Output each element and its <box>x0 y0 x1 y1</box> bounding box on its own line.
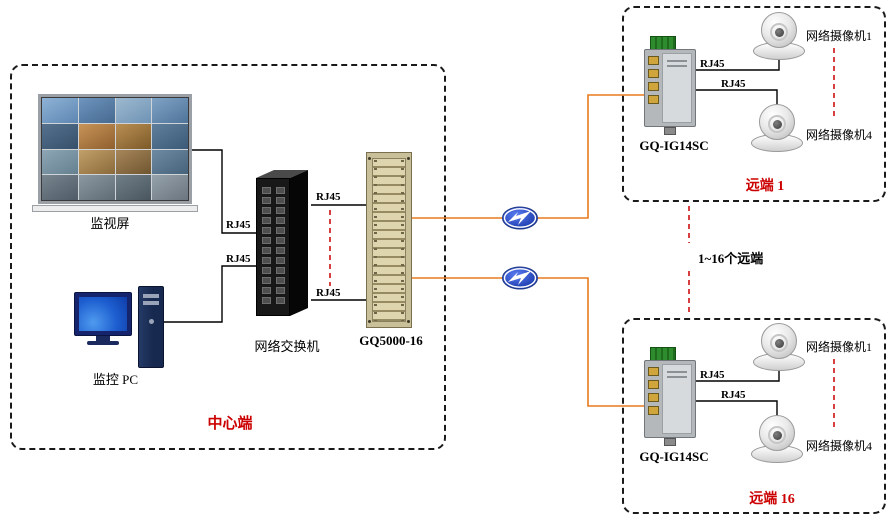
rj45-tag-r16-a: RJ45 <box>700 369 725 381</box>
ig-label-r1: GQ-IG14SC <box>639 138 709 153</box>
pc-screen <box>79 297 127 331</box>
rj45-tag-switch-bottom: RJ45 <box>316 287 341 299</box>
camera4-label-r16: 网络摄像机4 <box>806 439 873 453</box>
ig-faceplate <box>662 53 692 123</box>
dome-camera-r16-bottom <box>750 415 804 463</box>
camera1-label-r16: 网络摄像机1 <box>806 340 873 354</box>
fiber-links <box>412 94 645 407</box>
camera-lens <box>773 120 782 129</box>
monitoring-pc <box>74 286 168 374</box>
dome-camera-r1-bottom <box>750 104 804 152</box>
pc-label: 监控 PC <box>92 372 139 387</box>
switch-side-face <box>290 169 308 316</box>
din-clip <box>664 127 676 135</box>
terminal-block <box>650 347 676 361</box>
rj45-tag-switch-top: RJ45 <box>316 191 341 203</box>
remote1-box <box>622 6 886 202</box>
switch-ports <box>262 187 285 304</box>
wire-r16-switch-to-camera1 <box>696 371 780 382</box>
gq-ig14sc-switch-r1 <box>644 36 698 140</box>
fiber-to-remote1 <box>412 94 645 219</box>
dome-camera-r1-top <box>752 12 806 60</box>
camera-lens <box>775 28 784 37</box>
ethernet-switch <box>256 168 312 318</box>
copper-wires <box>164 60 780 417</box>
rj45-tag-monitor: RJ45 <box>226 219 251 231</box>
camera-dome <box>761 12 797 48</box>
switch-top-face <box>256 170 308 178</box>
fiber-link-icon-bottom <box>502 266 538 290</box>
gq-ig14sc-switch-r16 <box>644 347 698 451</box>
fiber-link-icon-top <box>502 206 538 230</box>
wire-r16-switch-to-camera4 <box>696 400 778 417</box>
terminal-block <box>650 36 676 50</box>
camera1-label-r1: 网络摄像机1 <box>806 29 873 43</box>
ig-label-r16: GQ-IG14SC <box>639 449 709 464</box>
chassis-label: GQ5000-16 <box>359 333 423 348</box>
rj45-tag-r1-a: RJ45 <box>700 58 725 70</box>
center-site-box <box>10 64 446 450</box>
pc-tower <box>138 286 164 368</box>
remote16-title: 远端 16 <box>749 492 795 507</box>
camera-lens <box>773 431 782 440</box>
switch-label: 网络交换机 <box>254 339 320 354</box>
camera-lens <box>775 339 784 348</box>
camera-dome <box>761 323 797 359</box>
rj45-tag-r1-b: RJ45 <box>721 78 746 90</box>
pc-monitor-stand <box>96 336 110 341</box>
fiber-to-remote16 <box>412 277 645 407</box>
video-wall-tiles <box>42 98 188 200</box>
chassis-slots <box>372 158 406 322</box>
wire-monitor-to-switch <box>192 149 257 234</box>
ig-faceplate <box>662 364 692 434</box>
remote16-box <box>622 318 886 514</box>
wire-r1-switch-to-camera4 <box>696 89 778 106</box>
wire-pc-to-switch <box>164 265 257 323</box>
video-wall <box>38 94 192 204</box>
ig-ports <box>648 367 659 415</box>
wire-r1-switch-to-camera1 <box>696 60 780 71</box>
ig-body <box>644 360 696 438</box>
din-clip <box>664 438 676 446</box>
video-wall-base <box>32 205 198 212</box>
ig-ports <box>648 56 659 104</box>
switch-front-face <box>256 178 290 316</box>
remote-range-note: 1~16个远端 <box>698 251 764 266</box>
rj45-tag-pc: RJ45 <box>226 253 251 265</box>
ig-body <box>644 49 696 127</box>
dome-camera-r16-top <box>752 323 806 371</box>
center-site-title: 中心端 <box>207 416 253 432</box>
remote1-title: 远端 1 <box>745 179 785 194</box>
camera4-label-r1: 网络摄像机4 <box>806 128 873 142</box>
camera-dome <box>759 415 795 451</box>
video-wall-label: 监视屏 <box>90 216 130 231</box>
camera-dome <box>759 104 795 140</box>
continuation-dashes <box>329 48 835 427</box>
pc-monitor <box>74 292 132 336</box>
gq5000-chassis <box>366 152 412 328</box>
rj45-tag-r16-b: RJ45 <box>721 389 746 401</box>
pc-monitor-base <box>87 341 119 345</box>
